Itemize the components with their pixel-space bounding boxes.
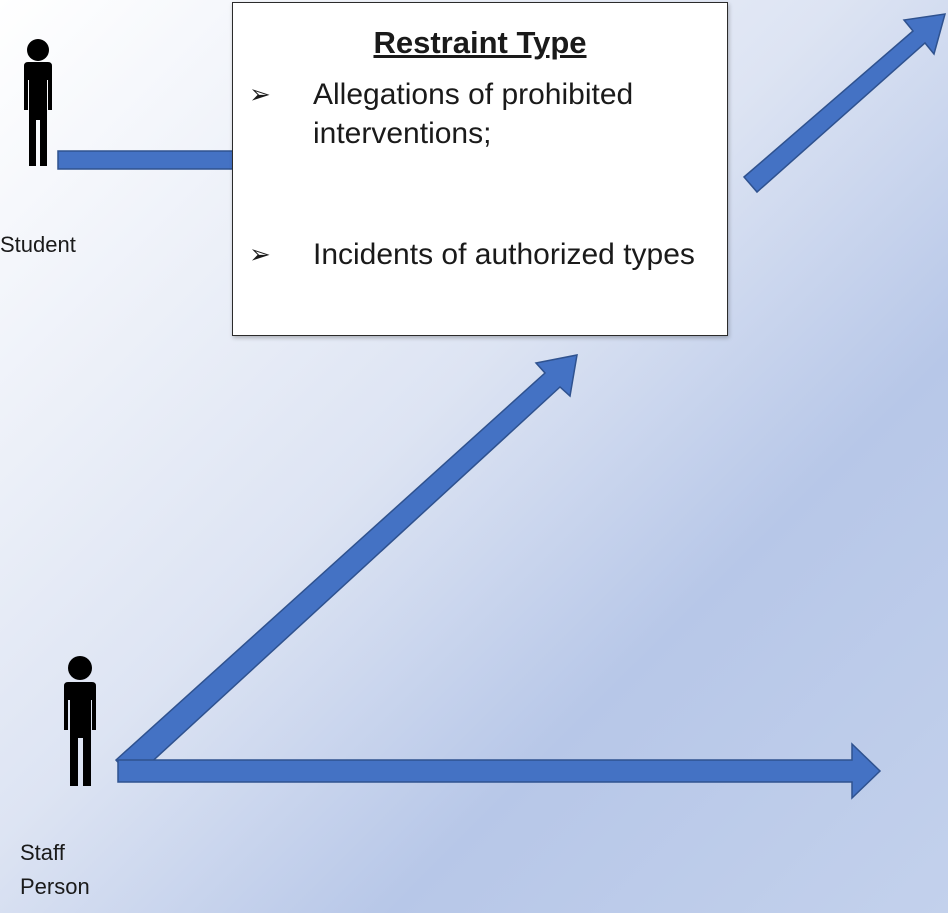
bullet-item: ➢ Incidents of authorized types [249,235,719,274]
bullet-text: Incidents of authorized types [313,238,695,271]
arrow-bullet-icon: ➢ [249,79,271,109]
staff-to-box-arrow [114,354,578,781]
student-label: Student [0,232,76,257]
staff-label: Staff Person [20,840,90,899]
box-title: Restraint Type [373,25,587,60]
bullet-item: ➢ Allegations of prohibited intervention… [249,75,719,153]
box-outward-arrow [742,13,947,194]
bullet-text: Allegations of prohibited interventions; [313,78,634,150]
staff-to-right-arrow [117,742,882,800]
restraint-type-box: Restraint Type ➢ Allegations of prohibit… [232,2,728,336]
staff-person-icon [64,656,96,786]
student-person-icon [24,39,52,166]
arrow-bullet-icon: ➢ [249,239,271,269]
